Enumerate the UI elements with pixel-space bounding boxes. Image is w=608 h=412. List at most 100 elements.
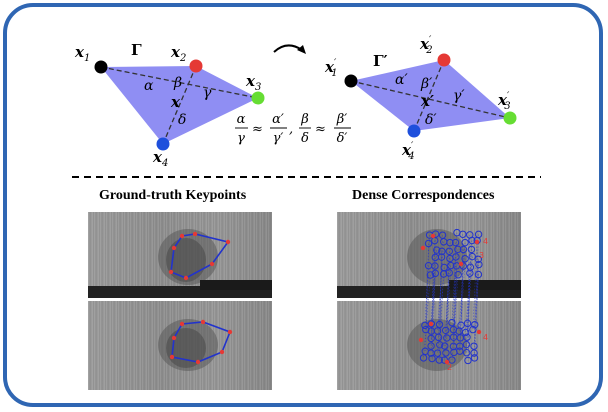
dense-point <box>445 269 453 277</box>
formula-comma: , <box>289 122 293 137</box>
formula-approx-2: ≈ <box>315 122 326 137</box>
correspondence-line <box>453 265 457 353</box>
right-vertex-3 <box>503 111 517 125</box>
left-vertex-4 <box>156 137 170 151</box>
formula-frac3-den: δ <box>301 131 309 146</box>
left-label-x1: x1 <box>74 43 90 64</box>
right-kp-label-3: 4 <box>483 333 488 342</box>
formula-frac4-den: δ′ <box>337 131 348 146</box>
dense-point <box>431 262 439 270</box>
dense-point <box>469 325 477 334</box>
dense-point <box>439 270 448 278</box>
formula-frac4-num: β′ <box>336 112 348 127</box>
left-diagonal-13 <box>100 66 259 99</box>
dense-point <box>431 269 439 278</box>
right-kp-label-1: 4 <box>483 237 488 246</box>
dense-point <box>474 255 483 264</box>
right-quadrilateral: x′1 Γ′ x′2 x′3 x′4 x′ α′ β′ γ′ δ′ <box>324 35 517 162</box>
dense-point <box>463 319 472 328</box>
dense-point <box>426 271 435 279</box>
dense-point <box>468 252 476 261</box>
dense-point <box>456 342 464 350</box>
correspondence-line <box>451 274 459 361</box>
dense-point <box>471 320 479 329</box>
right-label-x4: x′4 <box>401 141 415 162</box>
keypoint <box>444 359 450 365</box>
correspondence-line <box>444 258 451 347</box>
dense-point <box>428 354 436 363</box>
dense-point <box>454 270 462 279</box>
left-vertex-2 <box>189 59 203 73</box>
correspondence-line <box>474 234 479 325</box>
formula-frac2-num: α′ <box>272 112 284 127</box>
dense-point <box>448 356 456 364</box>
left-ultrasound-image <box>88 212 272 390</box>
lower-dense-points <box>418 318 482 365</box>
correspondence-line <box>437 267 445 354</box>
left-label-x4: x4 <box>152 148 168 169</box>
correspondence-line <box>439 257 442 345</box>
formula-frac1-den: γ <box>237 131 245 146</box>
right-angle-beta: β′ <box>420 76 433 92</box>
arrow-head <box>297 45 306 54</box>
dense-point <box>461 255 469 263</box>
formula-approx-1: ≈ <box>252 122 263 137</box>
transform-arrow <box>273 44 306 54</box>
right-kp-label-2: 3 <box>479 251 484 260</box>
right-ultrasound-image: 4 3 4 2 <box>337 212 521 390</box>
dense-point <box>427 320 436 328</box>
right-label-x3: x′3 <box>497 91 511 112</box>
keypoint <box>476 329 482 335</box>
dense-point <box>459 262 467 270</box>
right-panel-title: Dense Correspondences <box>352 188 495 203</box>
upper-dense-points <box>420 228 483 279</box>
dense-point <box>437 253 446 261</box>
left-ultrasound-panel <box>88 212 272 390</box>
dense-point <box>470 349 478 357</box>
correspondence-line <box>473 259 479 347</box>
dense-point <box>445 247 453 255</box>
dense-point <box>459 230 467 238</box>
dense-point <box>433 246 441 254</box>
dense-point <box>435 320 444 329</box>
dense-point <box>434 333 443 342</box>
left-panel-title: Ground-truth Keypoints <box>99 188 247 203</box>
left-quadrilateral: x1 Γ x2 x3 x4 x α β γ δ <box>74 41 265 169</box>
dense-point <box>446 238 454 247</box>
left-angle-alpha: α <box>144 78 154 94</box>
dense-point <box>448 318 456 327</box>
dense-point <box>461 238 469 247</box>
dense-point <box>474 270 483 279</box>
correspondence-line <box>453 242 456 330</box>
right-vertex-2 <box>437 53 451 67</box>
right-label-x2: x′2 <box>419 35 433 56</box>
dense-point <box>441 342 449 350</box>
dense-point <box>470 342 478 350</box>
keypoint <box>418 337 424 343</box>
right-angle-delta: δ′ <box>425 112 437 128</box>
dense-point <box>461 328 470 337</box>
keypoint <box>420 245 426 251</box>
dense-point <box>452 253 460 261</box>
dense-point <box>442 349 450 357</box>
dense-point <box>468 236 476 245</box>
correspondence-line <box>444 272 450 361</box>
correspondence-line <box>439 273 444 361</box>
left-curve-label: Γ <box>131 41 142 59</box>
dense-point <box>467 245 476 254</box>
dense-point <box>433 349 442 357</box>
keypoint <box>430 233 436 239</box>
left-center-label: x <box>170 93 181 111</box>
keypoint <box>458 261 464 267</box>
dense-point <box>422 325 430 334</box>
dense-point <box>464 356 472 365</box>
left-vertex-1 <box>94 60 108 74</box>
keypoint <box>428 321 434 327</box>
right-ultrasound-panel: 4 3 4 2 <box>337 212 521 390</box>
formula-frac3-num: β <box>300 112 309 127</box>
dense-point <box>451 238 460 247</box>
dense-point <box>475 260 483 269</box>
correspondence-line <box>424 265 429 352</box>
right-curve-label: Γ′ <box>373 52 388 70</box>
